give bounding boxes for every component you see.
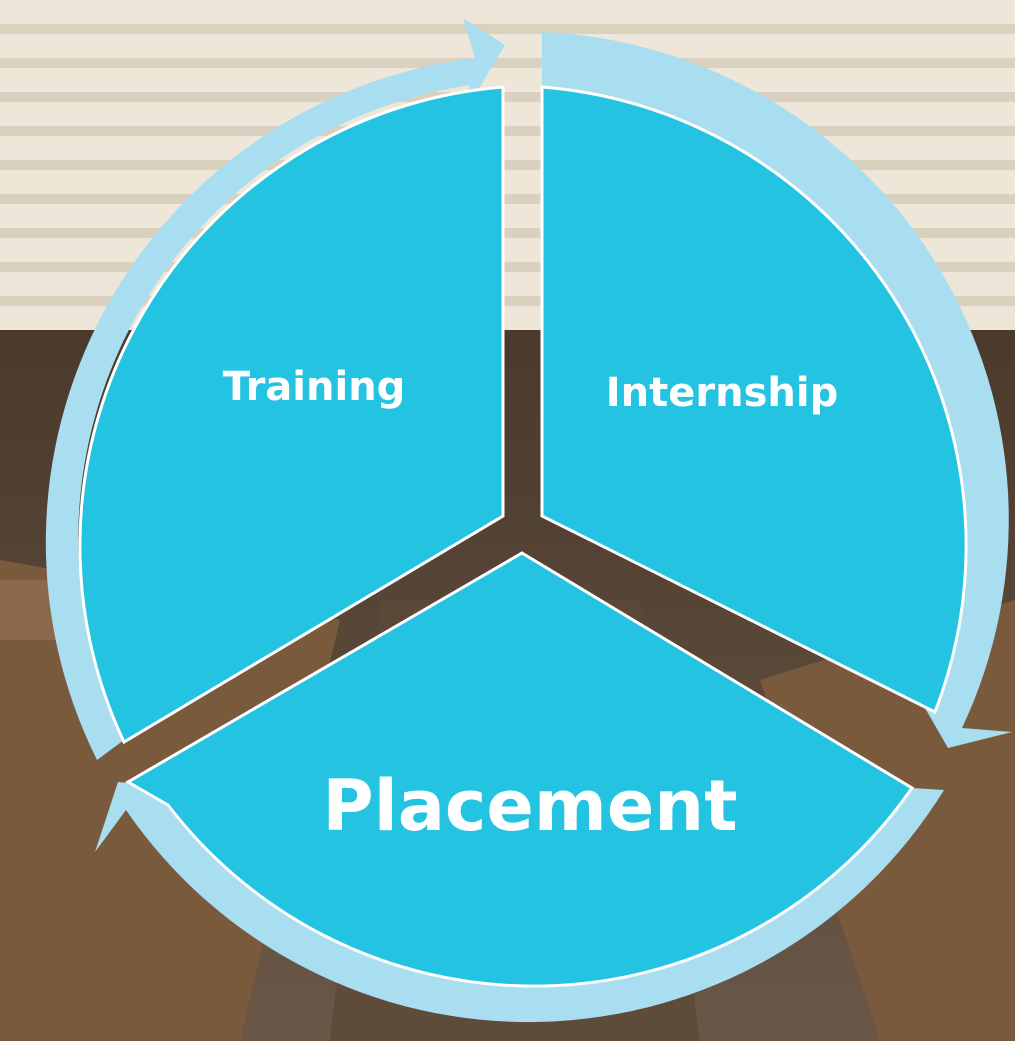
segment-label-internship: Internship — [605, 370, 839, 416]
segment-label-training: Training — [222, 364, 406, 410]
ring-arrow-internship-to-placement — [542, 32, 1012, 748]
segment-internship — [540, 85, 968, 715]
segment-training — [78, 85, 505, 745]
ring-arrow-training-to-internship — [45, 18, 505, 760]
ring-arrow-placement-to-training — [95, 782, 944, 1023]
cycle-ring — [45, 18, 1012, 1023]
cycle-segments — [78, 85, 968, 988]
segment-label-placement: Placement — [322, 765, 738, 847]
segment-placement — [125, 551, 915, 988]
